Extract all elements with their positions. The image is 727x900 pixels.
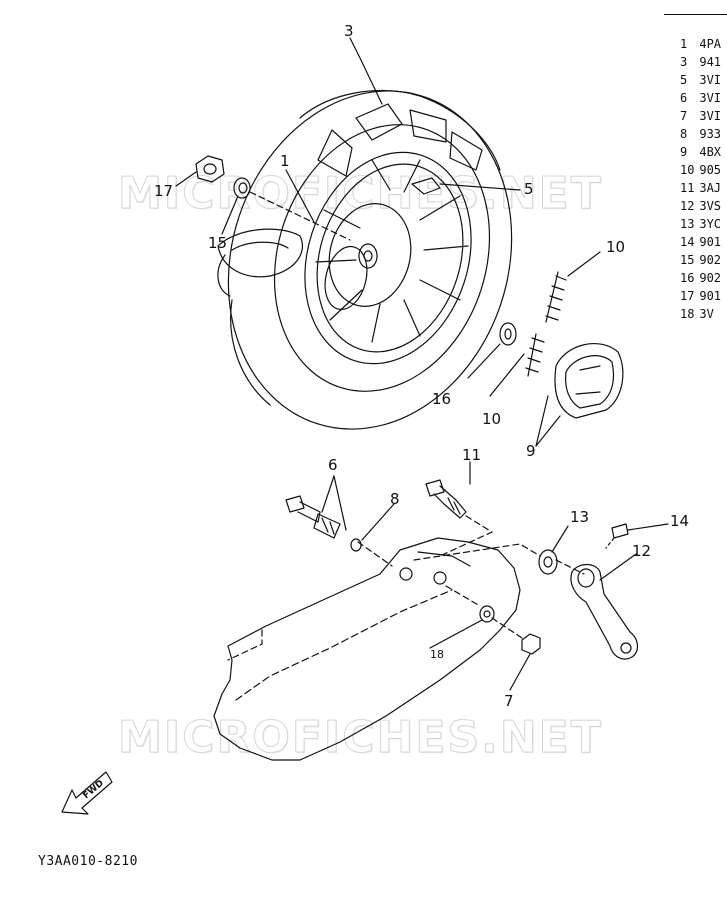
callout-7: 7 <box>504 692 514 710</box>
assembly-lines <box>357 515 585 639</box>
wheel-hub <box>328 203 412 307</box>
crankcase-outline <box>213 537 521 761</box>
part-number: 15 <box>680 253 695 267</box>
part-number: 1 <box>680 37 688 51</box>
part-code: 902 <box>699 253 722 267</box>
part-number: 13 <box>680 217 695 231</box>
part-code: 902 <box>699 271 722 285</box>
parts-list-row: 17 901 <box>664 287 727 305</box>
washer-16 <box>499 322 517 346</box>
part-code: 3VS <box>699 199 722 213</box>
parts-list-row: 10 905 <box>664 161 727 179</box>
parts-list-row: 1 4PA <box>664 35 727 53</box>
parts-list-row: 12 3VS <box>664 197 727 215</box>
part-number: 9 <box>680 145 688 159</box>
part-number: 14 <box>680 235 695 249</box>
part-number: 10 <box>680 163 695 177</box>
callout-16: 16 <box>432 390 451 408</box>
part-code: 901 <box>699 289 722 303</box>
bolt-14 <box>605 523 629 549</box>
callout-1: 1 <box>280 152 290 170</box>
parts-list-row: 8 933 <box>664 125 727 143</box>
parts-list-row: 14 901 <box>664 233 727 251</box>
callout-15: 15 <box>208 234 227 252</box>
pin-11 <box>425 479 467 519</box>
part-code: 3VI <box>699 109 722 123</box>
parts-list-row: 3 941 <box>664 53 727 71</box>
callout-14: 14 <box>670 512 689 530</box>
part-code: 3V <box>699 307 714 321</box>
parts-list-row: 5 3VI <box>664 71 727 89</box>
parts-list: 1 4PA 3 941 5 3VI 6 3VI 7 3VI 8 933 9 4BX 10 905 11 3AJ 12… <box>664 14 727 323</box>
tire-inner <box>273 124 491 392</box>
part-number: 11 <box>680 181 695 195</box>
part-code: 3VI <box>699 91 722 105</box>
part-number: 3 <box>680 55 688 69</box>
callout-17: 17 <box>154 182 173 200</box>
tire-cutaway <box>217 228 304 278</box>
callout-5: 5 <box>524 180 534 198</box>
part-number: 16 <box>680 271 695 285</box>
callout-12: 12 <box>632 542 651 560</box>
rim <box>304 151 472 365</box>
bearing-18 <box>479 605 495 623</box>
leader-lines <box>175 37 669 691</box>
part-number: 18 <box>680 307 695 321</box>
part-number: 17 <box>680 289 695 303</box>
valve-stem <box>411 177 441 195</box>
cam-lever-12 <box>570 563 639 660</box>
washer-13 <box>538 549 558 575</box>
axle-dashed-line <box>249 191 351 241</box>
part-code: 941 <box>699 55 722 69</box>
part-code: 4PA <box>699 37 722 51</box>
spring-10-upper <box>545 271 567 323</box>
fwd-arrow-icon <box>61 771 113 815</box>
part-number: 7 <box>680 109 688 123</box>
figure-code: Y3AA010-8210 <box>38 854 138 869</box>
callout-labels: 3 1 5 17 15 10 16 10 9 6 11 8 13 14 12 1… <box>81 22 689 801</box>
part-number: 8 <box>680 127 688 141</box>
parts-list-row: 9 4BX <box>664 143 727 161</box>
callout-10-lower: 10 <box>482 410 501 428</box>
parts-list-row: 16 902 <box>664 269 727 287</box>
parts-list-rule <box>664 14 727 15</box>
part-number: 12 <box>680 199 695 213</box>
callout-11: 11 <box>462 446 481 464</box>
part-code: 3VI <box>699 73 722 87</box>
part-code: 3AJ <box>699 181 722 195</box>
part-code: 4BX <box>699 145 722 159</box>
o-ring-8 <box>350 538 362 552</box>
rear-wheel-assembly <box>217 89 513 430</box>
part-number: 6 <box>680 91 688 105</box>
tire-outer <box>227 90 513 430</box>
part-code: 933 <box>699 127 722 141</box>
parts-list-row: 18 3V <box>664 305 727 323</box>
nut-7 <box>521 633 541 655</box>
callout-8: 8 <box>390 490 400 508</box>
callout-9: 9 <box>526 442 536 460</box>
part-number: 5 <box>680 73 688 87</box>
callout-6: 6 <box>328 456 338 474</box>
brake-camshaft-6 <box>285 495 341 539</box>
spring-10-lower <box>525 333 545 377</box>
watermark-bottom: MICROFICHES.NET <box>118 712 603 764</box>
parts-list-row: 13 3YC <box>664 215 727 233</box>
callout-13: 13 <box>570 508 589 526</box>
callout-18: 18 <box>430 648 444 661</box>
brake-shoe-set-9 <box>554 343 624 419</box>
parts-list-row: 6 3VI <box>664 89 727 107</box>
part-code: 3YC <box>699 217 722 231</box>
parts-list-row: 7 3VI <box>664 107 727 125</box>
parts-list-row: 11 3AJ <box>664 179 727 197</box>
part-code: 901 <box>699 235 722 249</box>
part-code: 905 <box>699 163 722 177</box>
washer-15 <box>233 177 251 199</box>
callout-3: 3 <box>344 22 354 40</box>
axle-nut-17 <box>195 155 225 183</box>
parts-list-row: 15 902 <box>664 251 727 269</box>
callout-10-upper: 10 <box>606 238 625 256</box>
